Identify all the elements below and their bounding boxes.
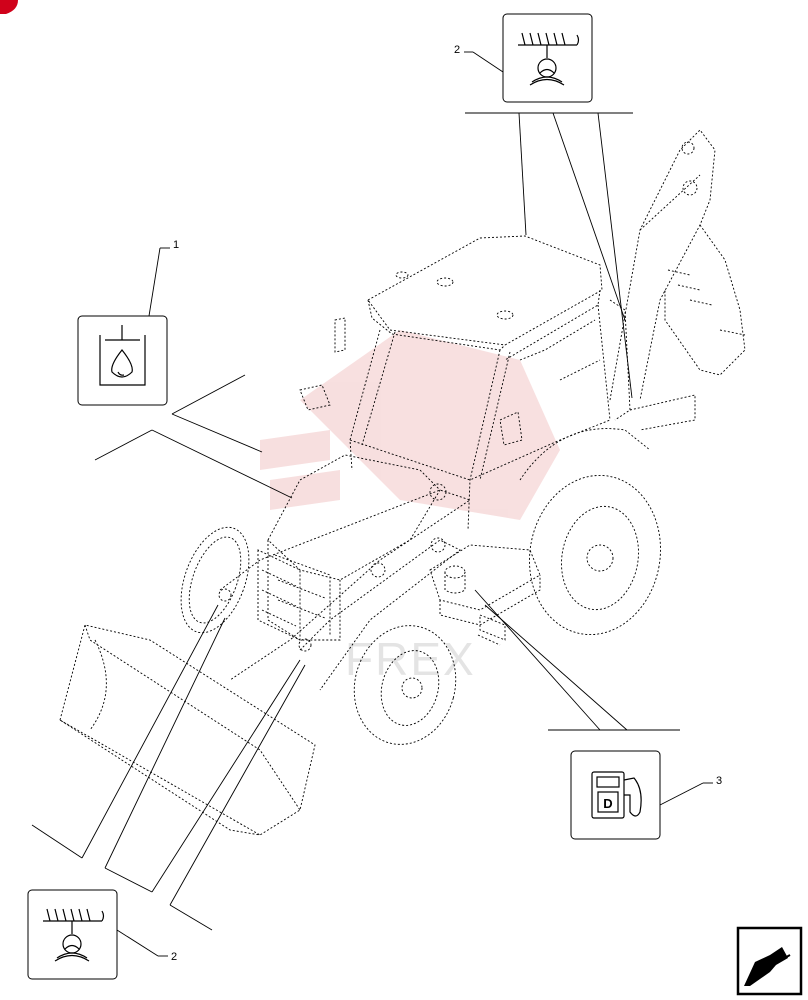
grease-lubrication-point-icon <box>518 32 580 86</box>
callout-number: 1 <box>173 239 179 251</box>
callout-number: 2 <box>454 44 460 56</box>
callout-1-label: 1 <box>77 239 179 406</box>
callout-2-bottom-label: 2 <box>27 889 177 980</box>
callout-3-label: D 3 <box>570 750 722 840</box>
backhoe-loader-drawing <box>59 129 746 836</box>
grease-lubrication-point-icon <box>43 908 105 962</box>
callout-number: 2 <box>171 951 177 963</box>
leader-lines <box>31 112 680 931</box>
diesel-fuel-icon: D <box>591 771 642 819</box>
fuel-icon-letter: D <box>603 796 612 811</box>
watermark-text: FREX <box>345 633 476 685</box>
callout-number: 3 <box>716 775 722 787</box>
hydraulic-oil-level-icon <box>99 325 146 386</box>
next-page-arrow-icon[interactable] <box>736 926 803 996</box>
callout-2-top-label: 2 <box>454 13 593 103</box>
corner-badge <box>0 0 18 14</box>
watermark: FREX <box>260 330 560 685</box>
